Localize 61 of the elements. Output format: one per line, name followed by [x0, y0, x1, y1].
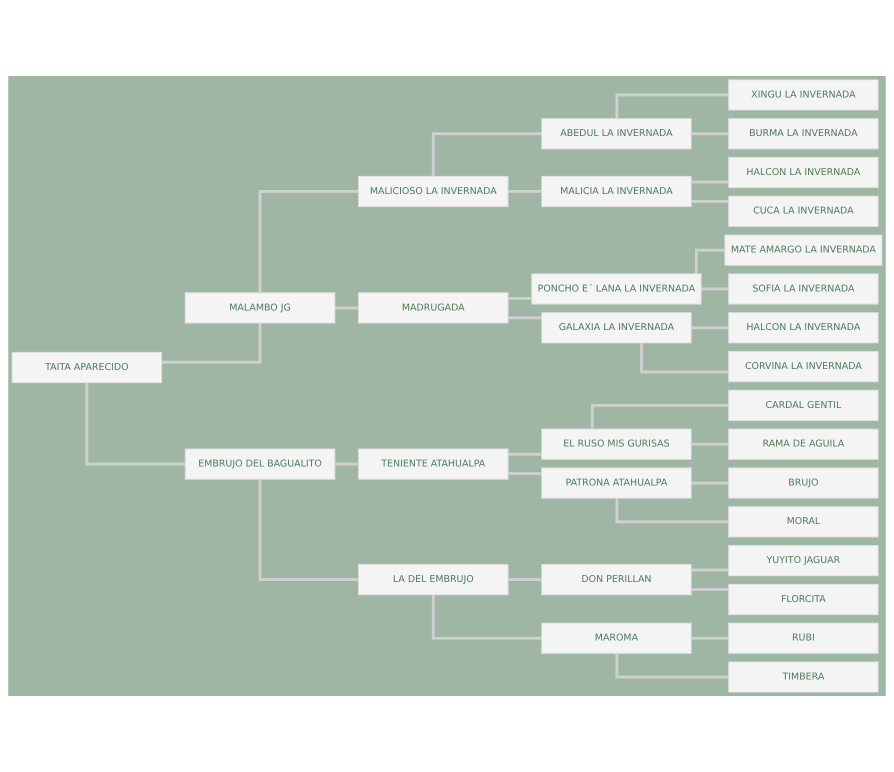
node-box: HALCON LA INVERNADA	[728, 312, 879, 344]
node-box: CARDAL GENTIL	[728, 390, 879, 422]
node-box: ABEDUL LA INVERNADA	[541, 118, 692, 150]
node-box: PATRONA ATAHUALPA	[541, 467, 692, 499]
node-box: FLORCITA	[728, 584, 879, 616]
node-box: MAROMA	[541, 622, 692, 654]
connector	[85, 383, 186, 466]
node-box: RUBI	[728, 622, 879, 654]
node-box: YUYITO JAGUAR	[728, 545, 879, 576]
connector	[616, 498, 728, 524]
node-box: TENIENTE ATAHUALPA	[358, 448, 509, 480]
connector	[258, 479, 358, 581]
connector	[691, 636, 728, 640]
node-box: MALICIOSO LA INVERNADA	[358, 176, 509, 208]
node-box: GALAXIA LA INVERNADA	[541, 312, 692, 344]
connector	[701, 288, 728, 290]
node-box: RAMA DE AGUILA	[728, 428, 879, 460]
connector	[432, 132, 542, 176]
connector	[162, 323, 262, 364]
connector	[508, 297, 532, 300]
node-box: BRUJO	[728, 467, 879, 499]
connector	[508, 578, 542, 581]
node-box: DON PERILLAN	[541, 564, 692, 596]
node-box: XINGU LA INVERNADA	[728, 79, 879, 111]
connector	[508, 316, 542, 320]
node-box: HALCON LA INVERNADA	[728, 156, 879, 188]
connector	[695, 248, 725, 274]
connector	[691, 200, 728, 203]
node-box: MALICIA LA INVERNADA	[541, 176, 692, 208]
node-box: LA DEL EMBRUJO	[358, 564, 509, 596]
node-box: MATE AMARGO LA INVERNADA	[724, 234, 882, 266]
node-box: PONCHO E´ LANA LA INVERNADA	[531, 273, 702, 305]
connector	[691, 588, 728, 591]
connector	[508, 190, 542, 193]
node-box: BURMA LA INVERNADA	[728, 118, 879, 150]
node-box: TAITA APARECIDO	[12, 352, 162, 384]
connector	[616, 94, 728, 118]
connector	[335, 462, 358, 466]
connector	[335, 306, 358, 310]
connector	[691, 568, 728, 572]
node-box: TIMBERA	[728, 661, 879, 693]
connector	[691, 180, 728, 184]
node-box: MADRUGADA	[358, 292, 509, 324]
connector	[691, 482, 728, 484]
connector	[691, 442, 728, 446]
connector	[508, 472, 542, 475]
node-box: EMBRUJO DEL BAGUALITO	[184, 448, 336, 480]
node-box: SOFIA LA INVERNADA	[728, 273, 879, 305]
connector	[590, 404, 728, 429]
connector	[691, 132, 728, 136]
node-box: MALAMBO JG	[184, 292, 336, 324]
connector	[616, 654, 728, 678]
node-box: MORAL	[728, 506, 879, 538]
node-box: CUCA LA INVERNADA	[728, 196, 879, 227]
connector	[258, 190, 358, 293]
connector	[691, 326, 728, 330]
connector	[640, 343, 728, 374]
node-box: EL RUSO MIS GURISAS	[541, 428, 692, 460]
connector	[508, 452, 542, 456]
connector	[432, 595, 542, 640]
node-box: CORVINA LA INVERNADA	[728, 350, 879, 382]
